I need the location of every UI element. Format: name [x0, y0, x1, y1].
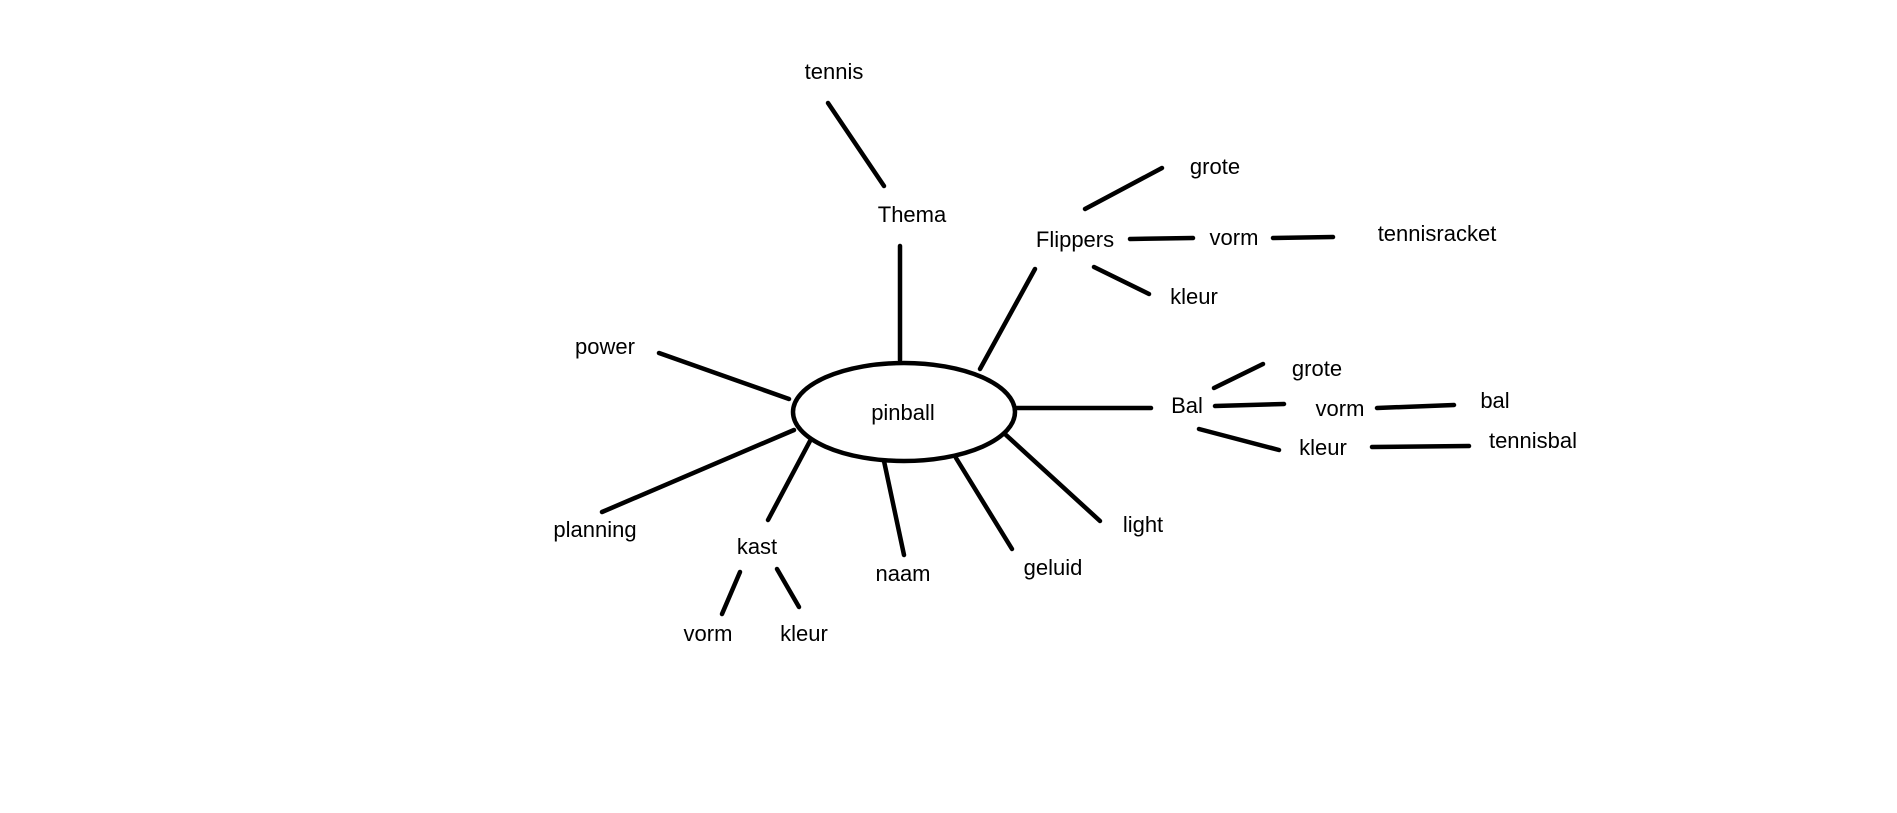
node-bal-vorm: vorm	[1316, 396, 1365, 421]
center-node-label: pinball	[871, 400, 935, 425]
node-kast-kleur: kleur	[780, 621, 828, 646]
center-node-ellipse	[790, 360, 1018, 464]
edge-flippers-kleur	[1091, 264, 1152, 297]
node-thema: Thema	[878, 202, 947, 227]
edge-kast-vorm	[719, 569, 743, 617]
edge-flippers-vorm	[1127, 235, 1196, 242]
edge-flippers-grote	[1082, 165, 1165, 212]
edge-kleur-tennisbal	[1369, 443, 1472, 450]
edge-bal-vorm	[1212, 401, 1287, 409]
node-tennisracket: tennisracket	[1378, 221, 1497, 246]
node-planning: planning	[553, 517, 636, 542]
node-light: light	[1123, 512, 1163, 537]
node-bal-vorm-value: bal	[1480, 388, 1509, 413]
node-kast-vorm: vorm	[684, 621, 733, 646]
node-flippers-kleur: kleur	[1170, 284, 1218, 309]
node-power: power	[575, 334, 635, 359]
node-flippers-grote: grote	[1190, 154, 1240, 179]
edge-center-light	[1003, 432, 1103, 524]
edge-thema-tennis	[825, 100, 887, 189]
connectors	[599, 100, 1472, 617]
node-flippers-vorm: vorm	[1210, 225, 1259, 250]
edge-center-flippers	[977, 266, 1038, 372]
edge-center-power	[656, 350, 792, 402]
edge-center-planning	[599, 427, 797, 515]
edge-vorm-tennisracket	[1270, 234, 1336, 241]
edge-bal-kleur	[1196, 426, 1282, 453]
edge-center-naam	[881, 458, 907, 558]
edge-vorm-bal	[1374, 402, 1457, 411]
node-bal: Bal	[1171, 393, 1203, 418]
edge-bal-grote	[1211, 361, 1266, 391]
node-flippers: Flippers	[1036, 227, 1114, 252]
edge-center-geluid	[953, 455, 1015, 552]
node-labels: Thema tennis Flippers grote vorm tennisr…	[553, 59, 1577, 646]
node-tennisbal: tennisbal	[1489, 428, 1577, 453]
node-bal-grote: grote	[1292, 356, 1342, 381]
node-naam: naam	[875, 561, 930, 586]
node-geluid: geluid	[1024, 555, 1083, 580]
edge-center-kast	[765, 438, 813, 523]
node-bal-kleur: kleur	[1299, 435, 1347, 460]
node-kast: kast	[737, 534, 777, 559]
edge-kast-kleur	[774, 566, 802, 610]
node-tennis: tennis	[805, 59, 864, 84]
